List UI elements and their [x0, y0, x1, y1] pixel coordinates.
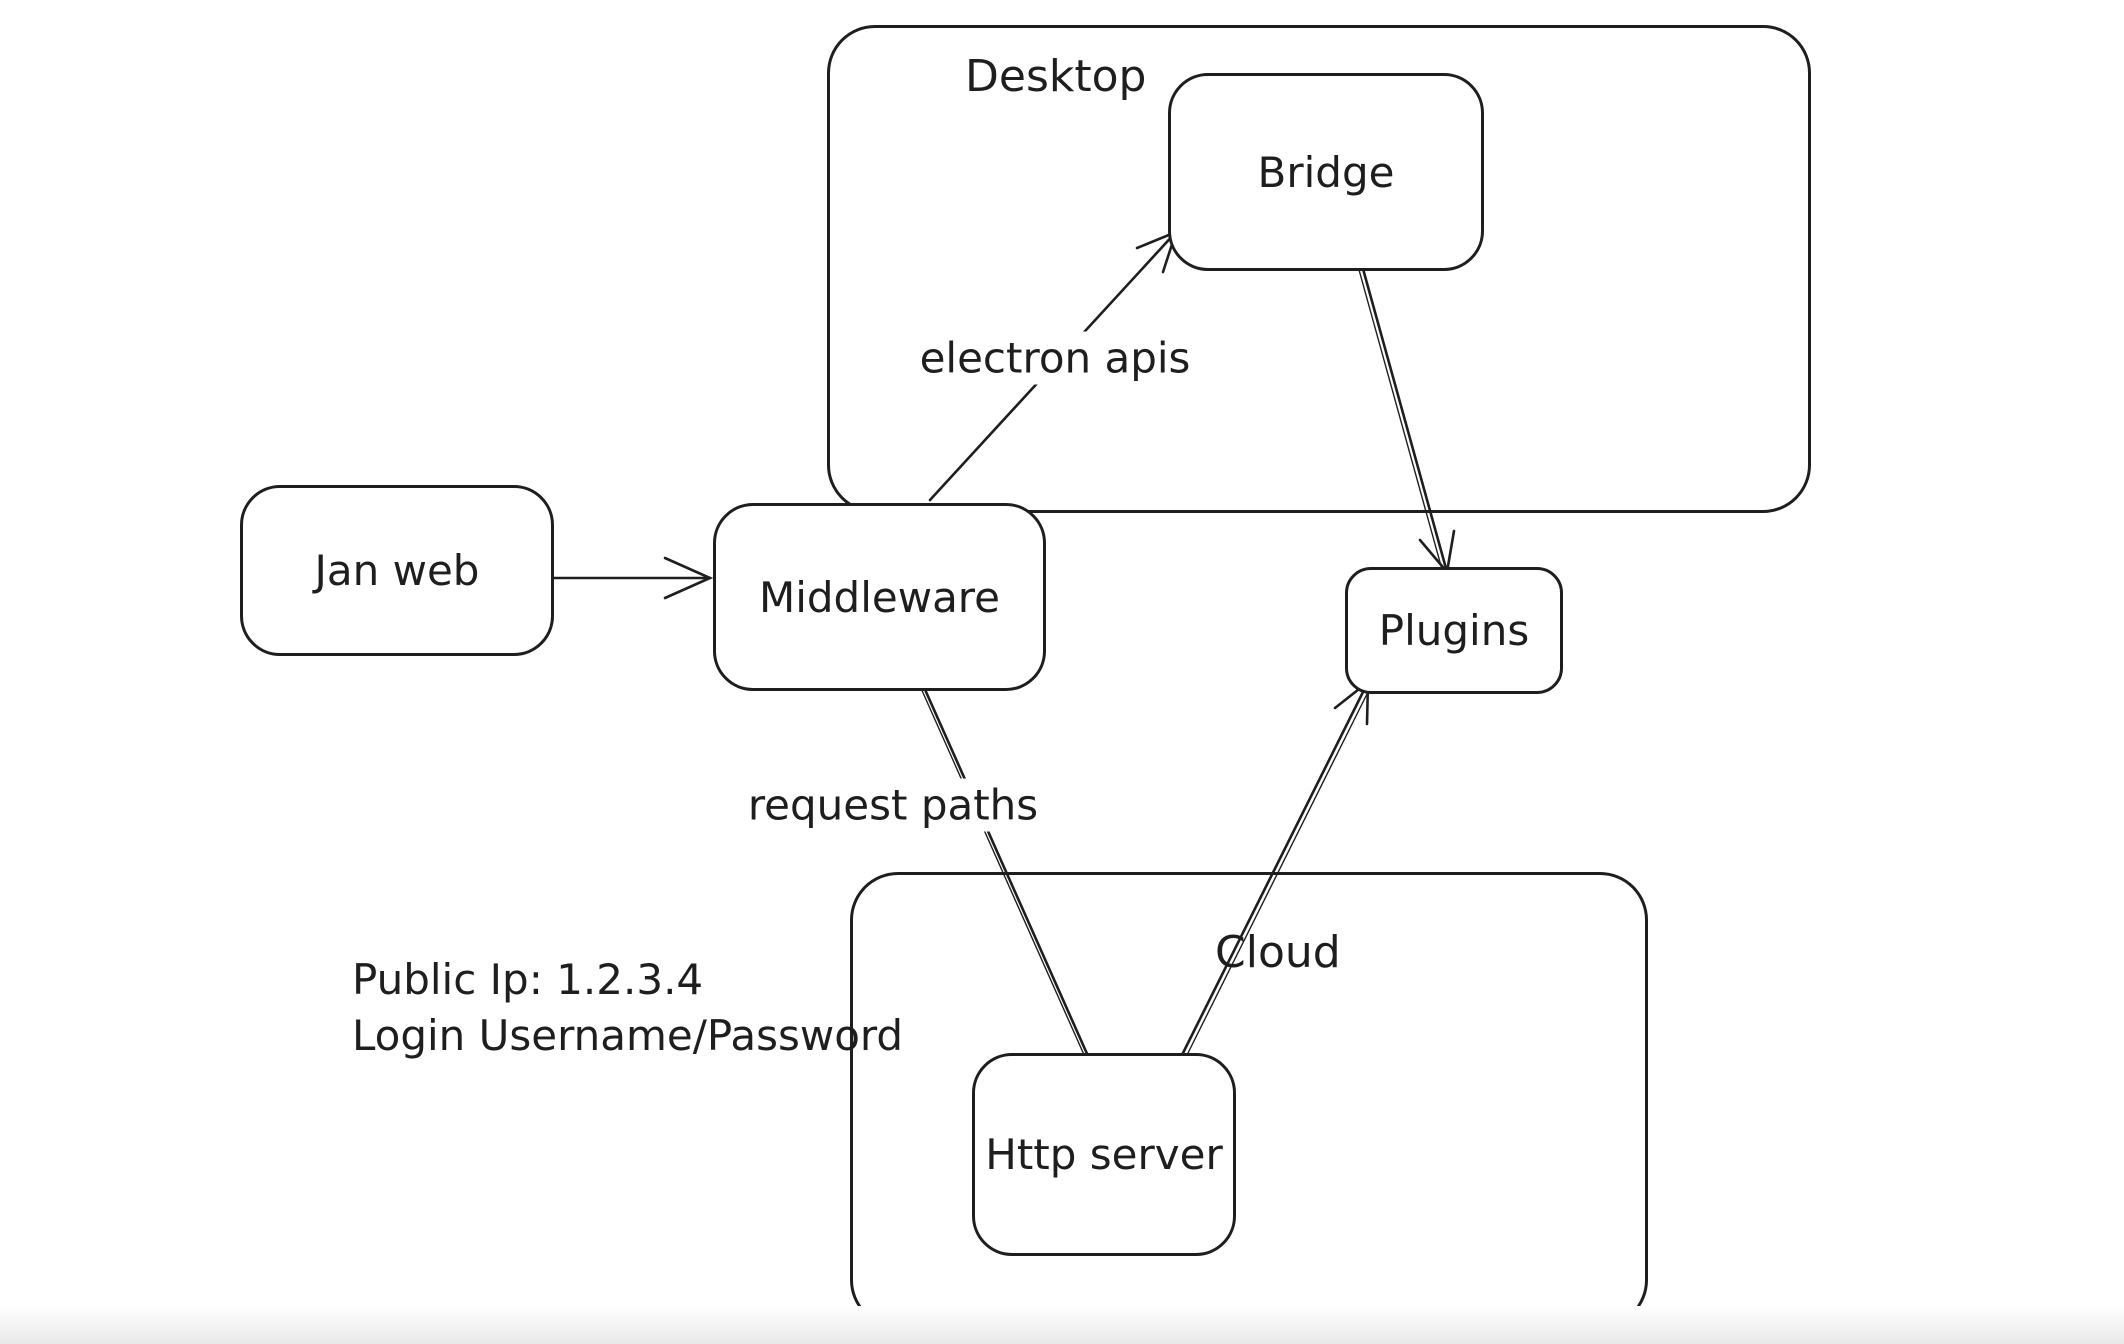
node-bridge-label: Bridge [1257, 147, 1395, 197]
node-plugins-label: Plugins [1378, 606, 1530, 655]
arrow-line [1358, 256, 1449, 574]
arrow-head [663, 556, 714, 600]
edge-bridge-to-plugins[interactable] [1355, 256, 1456, 575]
node-middleware[interactable]: Middleware [713, 503, 1046, 691]
node-bridge[interactable]: Bridge [1168, 73, 1484, 271]
cloud-container-label: Cloud [1215, 927, 1341, 978]
credentials-note-line2: Login Username/Password [352, 1011, 904, 1060]
edge-middleware-to-http-server[interactable] [919, 683, 1090, 1058]
node-plugins[interactable]: Plugins [1345, 567, 1563, 694]
desktop-container-label: Desktop [965, 51, 1147, 102]
node-middleware-label: Middleware [758, 572, 1000, 622]
node-http-server[interactable]: Http server [972, 1053, 1236, 1256]
desktop-container-box[interactable] [827, 25, 1811, 513]
credentials-note: Public Ip: 1.2.3.4 Login Username/Passwo… [352, 952, 903, 1064]
edge-jan-web-to-middleware[interactable] [548, 556, 714, 600]
arrow-line-double-stroke [1186, 683, 1373, 1056]
node-http-server-label: Http server [985, 1130, 1223, 1179]
edge-label-request-paths: request paths [739, 778, 1047, 832]
credentials-note-line1: Public Ip: 1.2.3.4 [352, 955, 704, 1004]
node-jan-web-label: Jan web [314, 546, 480, 595]
node-jan-web[interactable]: Jan web [240, 485, 554, 656]
edge-http-server-to-plugins[interactable] [1181, 679, 1373, 1056]
arrow-line-double-stroke [919, 685, 1086, 1058]
arrow-line-double-stroke [1355, 258, 1444, 574]
arrow-line [921, 683, 1090, 1058]
edge-label-electron-apis: electron apis [911, 331, 1199, 385]
arrow-line [1181, 680, 1370, 1055]
